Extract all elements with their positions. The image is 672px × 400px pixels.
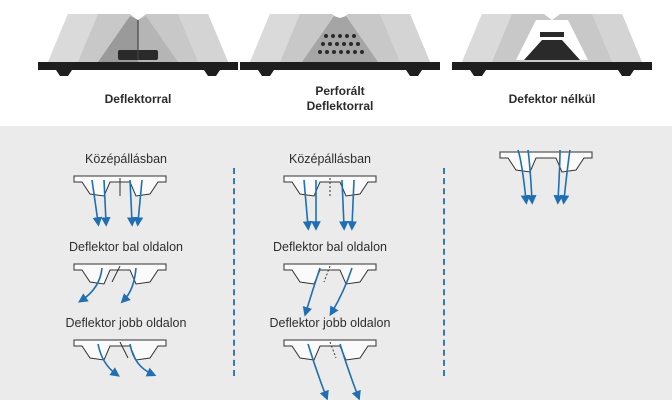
diagram-center-col1 [73,175,167,227]
product-title-1: Deflektorral [104,92,172,106]
product-panel: Deflektorral Perforált Deflektorral Defe… [0,0,672,126]
diagram-right-col1 [73,339,167,377]
product-title-3: Defektor nélkül [508,92,596,106]
product-image-perforated [240,14,440,76]
label-right-col2: Deflektor jobb oldalon [269,316,391,330]
label-left-col2: Deflektor bal oldalon [273,240,387,254]
product-image-deflector [38,14,238,76]
label-right-col1: Deflektor jobb oldalon [65,316,187,330]
column-divider-1 [233,168,235,376]
product-image-no-deflector [452,14,652,76]
column-divider-2 [443,168,445,376]
product-title-2-line1: Perforált [315,84,365,98]
diagram-left-col2 [283,263,377,317]
product-title-2: Perforált Deflektorral [240,84,440,114]
diagram-no-deflector [499,149,593,205]
diagram-center-col2 [283,175,377,231]
label-center-col1: Középállásban [84,152,167,166]
label-left-col1: Deflektor bal oldalon [69,240,183,254]
diagram-right-col2 [283,339,377,400]
diagram-left-col1 [73,263,167,304]
label-center-col2: Középállásban [288,152,371,166]
product-title-2-line2: Deflektorral [306,99,374,113]
